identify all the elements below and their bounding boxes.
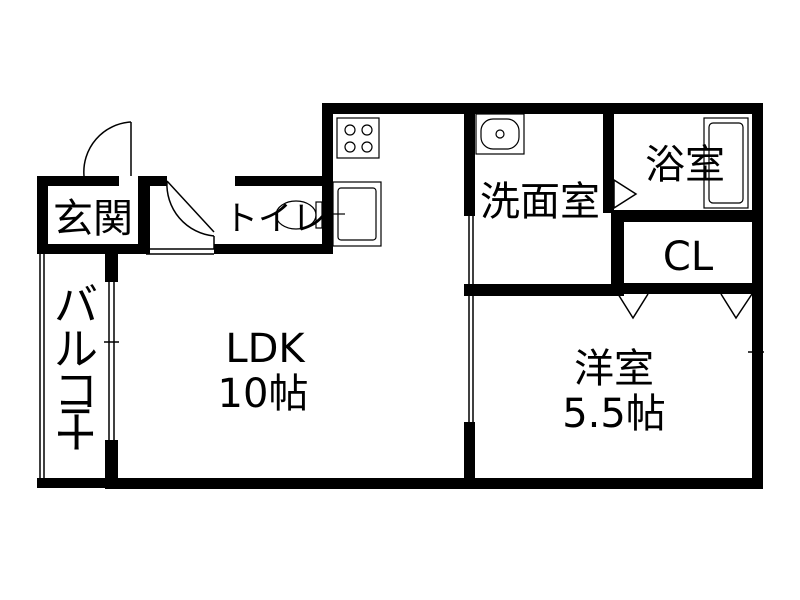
doors (83, 121, 753, 320)
toilet-label: トイレ (224, 199, 326, 239)
thin-lines (39, 216, 764, 478)
toilet-bowl-icon (275, 200, 323, 230)
walls (37, 103, 763, 489)
western-room-name-label: 洋室 (574, 346, 654, 392)
western-room-size-label: 5.5帖 (562, 391, 666, 437)
bathroom-label: 浴室 (645, 142, 725, 188)
balcony-char: ル (54, 324, 98, 375)
room-labels: 玄関 トイレ 洗面室 浴室 CL LDK 10帖 洋室 5.5帖 バ ル コ ニ… (49, 142, 725, 454)
stove-icon (336, 117, 380, 159)
washroom-label: 洗面室 (480, 179, 600, 225)
balcony-char: コ (54, 366, 98, 417)
balcony-char: バ (54, 280, 98, 331)
entrance-label: 玄関 (53, 196, 133, 242)
kitchen-sink-icon (332, 181, 382, 247)
ldk-name-label: LDK (225, 326, 306, 372)
wash-basin-icon (475, 113, 525, 155)
bathtub-icon (703, 117, 749, 209)
ldk-size-label: 10帖 (218, 371, 309, 417)
balcony-char: ニ (54, 398, 98, 449)
fixtures (275, 113, 749, 247)
balcony-char: ー (49, 410, 100, 454)
closet-label: CL (663, 234, 714, 280)
